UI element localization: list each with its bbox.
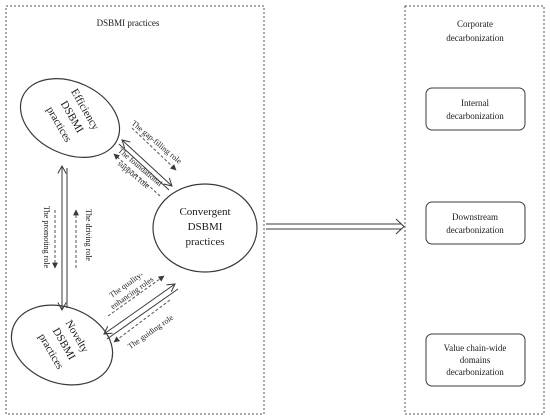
efficiency-novelty-arrow: [52, 164, 79, 312]
convergent-label-line2: DSBMI: [188, 221, 223, 233]
promoting-role-label: The promoting role: [42, 206, 51, 269]
value-chain-label-line2: domains: [460, 355, 491, 365]
downstream-label-line2: decarbonization: [446, 225, 504, 235]
convergent-dsbmi-node: Convergent DSBMI practices: [152, 183, 258, 273]
internal-decarbonization-box: Internal decarbonization: [425, 87, 526, 131]
efficiency-dsbmi-node: Efficiency DSBMI practices: [19, 78, 121, 158]
driving-role-label: The driving role: [84, 209, 93, 261]
dsbmi-practices-title: DSBMI practices: [97, 18, 160, 28]
value-chain-decarbonization-box: Value chain-wide domains decarbonization: [425, 333, 526, 387]
efficiency-convergent-arrow: [113, 127, 177, 197]
internal-label-line1: Internal: [461, 98, 489, 108]
corporate-decarbonization-panel: [404, 5, 545, 415]
internal-label-line2: decarbonization: [446, 111, 504, 121]
convergent-label-line1: Convergent: [179, 206, 230, 218]
convergent-label-line3: practices: [185, 236, 224, 248]
foundational-dashed-arrow: [113, 153, 161, 197]
corporate-title-line1: Corporate: [457, 19, 493, 29]
downstream-label-line1: Downstream: [452, 212, 498, 222]
gap-filling-dashed-arrow: [131, 127, 177, 171]
guiding-dashed-arrow: [113, 299, 171, 343]
convergent-novelty-arrow: [103, 275, 179, 343]
corporate-title-line2: decarbonization: [446, 33, 504, 43]
novelty-dsbmi-node: Novelty DSBMI practices: [10, 304, 114, 386]
downstream-decarbonization-box: Downstream decarbonization: [425, 201, 526, 245]
efficiency-ellipse: [19, 78, 121, 158]
novelty-ellipse: [10, 304, 114, 386]
convergent-ellipse: [152, 183, 258, 273]
value-chain-label-line1: Value chain-wide: [444, 343, 507, 353]
quality-dashed-arrow: [107, 275, 165, 317]
dsbmi-practices-panel: [5, 5, 265, 415]
guiding-role-label: The guiding role: [126, 313, 175, 351]
panel-connector-arrow: [266, 218, 405, 235]
value-chain-label-line3: decarbonization: [446, 367, 504, 377]
